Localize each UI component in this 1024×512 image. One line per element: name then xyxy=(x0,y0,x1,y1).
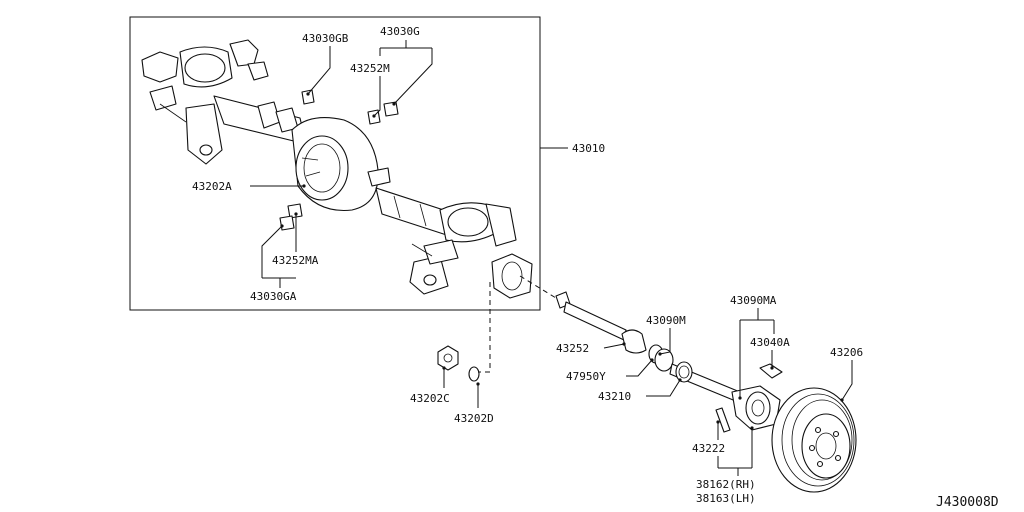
dashed-line-shaft xyxy=(519,275,557,299)
brake-drum-drawing xyxy=(771,387,857,493)
part-label-43030ga: 43030GA xyxy=(250,290,297,303)
leader-dots xyxy=(280,92,844,430)
part-label-43090m: 43090M xyxy=(646,314,686,327)
leader-lines xyxy=(250,40,853,476)
axle-housing-drawing xyxy=(141,39,533,299)
part-label-43252: 43252 xyxy=(556,342,589,355)
part-label-43222: 43222 xyxy=(692,442,725,455)
part-label-43252ma: 43252MA xyxy=(272,254,319,267)
nut-washer-drawing xyxy=(437,345,480,382)
part-label-38163-lh: 38163(LH) xyxy=(696,492,756,505)
diagram-code: J430008D xyxy=(936,495,999,510)
breather-fittings xyxy=(279,89,399,231)
part-label-43252m: 43252M xyxy=(350,62,390,75)
axle-shaft-drawing xyxy=(555,291,783,433)
axle-housing-frame xyxy=(129,16,541,311)
part-label-43030gb: 43030GB xyxy=(302,32,349,45)
part-label-43040a: 43040A xyxy=(750,336,790,349)
part-label-43202c: 43202C xyxy=(410,392,450,405)
part-label-47950y: 47950Y xyxy=(566,370,606,383)
part-label-43206: 43206 xyxy=(830,346,863,359)
part-label-43210: 43210 xyxy=(598,390,631,403)
part-label-38162-rh: 38162(RH) xyxy=(696,478,756,491)
part-label-43202a: 43202A xyxy=(192,180,232,193)
part-label-43090ma: 43090MA xyxy=(730,294,777,307)
dashed-line-drain xyxy=(478,282,491,373)
part-label-43030g: 43030G xyxy=(380,25,420,38)
part-label-43010: 43010 xyxy=(572,142,605,155)
part-label-43202d: 43202D xyxy=(454,412,494,425)
